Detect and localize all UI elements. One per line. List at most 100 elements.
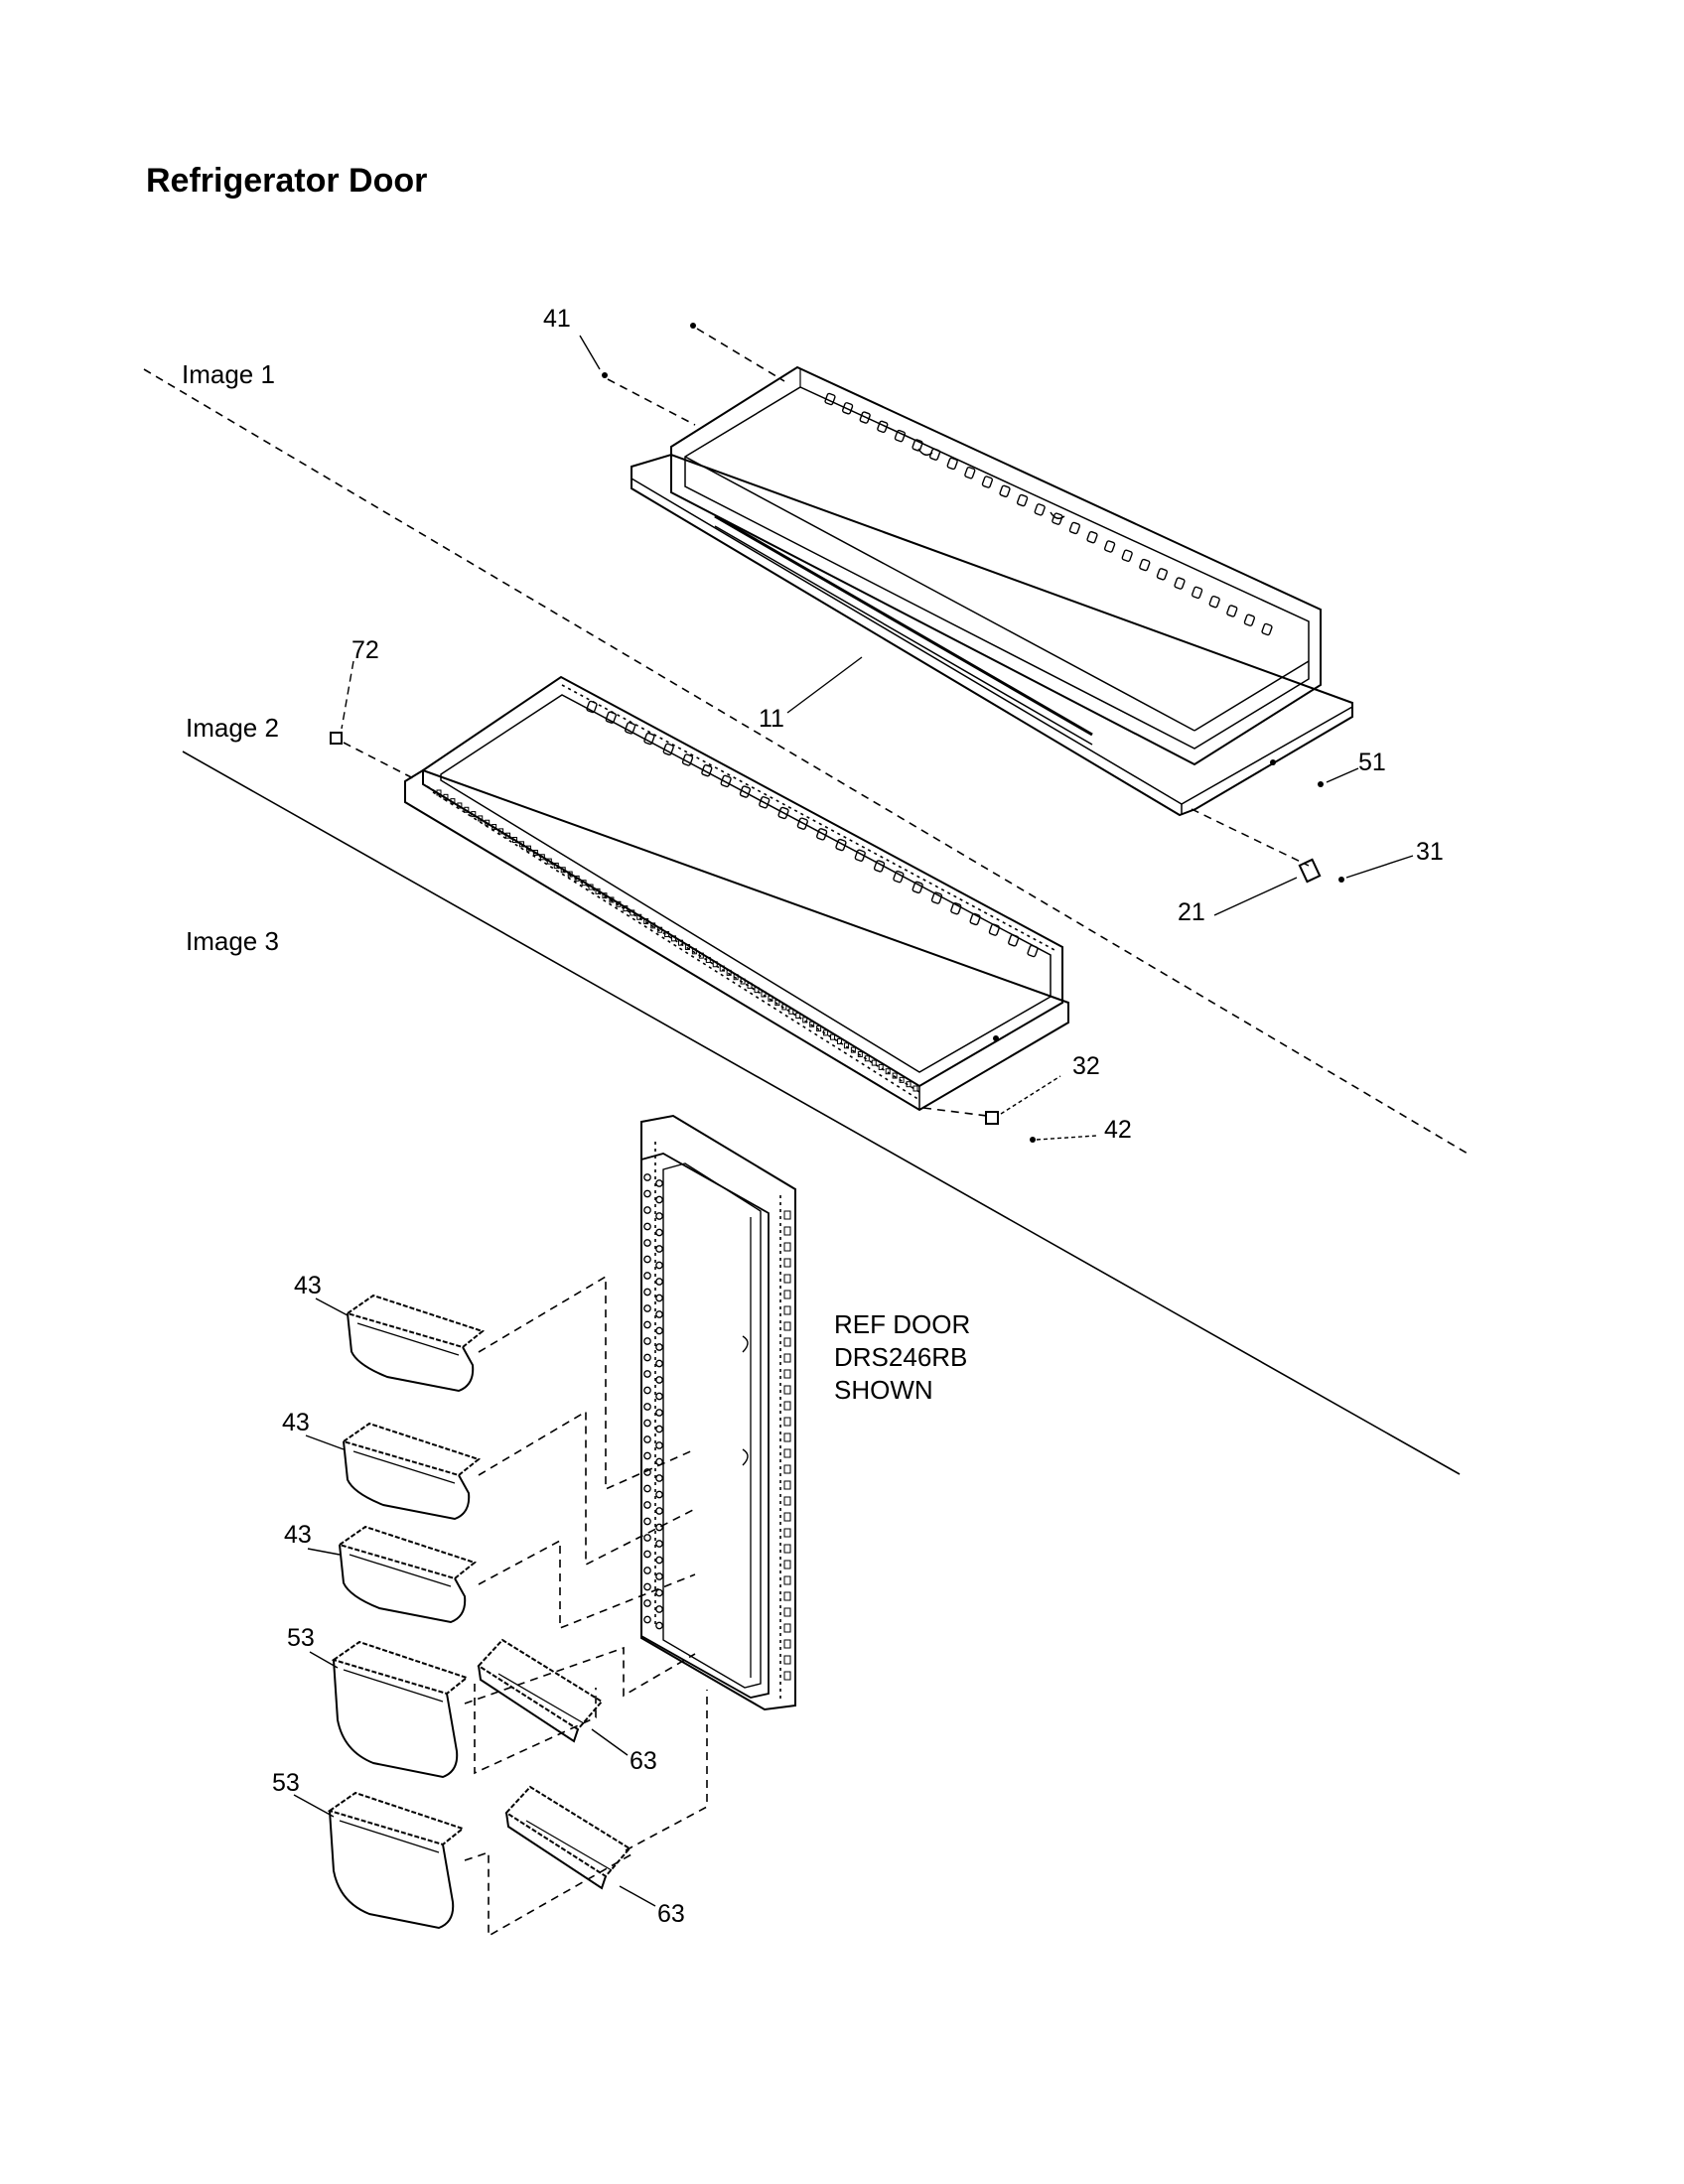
liner-slot [816, 828, 828, 841]
door-slot [655, 1376, 663, 1384]
door-slot [643, 1550, 651, 1559]
callout-53-upper: 53 [287, 1624, 315, 1652]
door-slot [655, 1212, 663, 1220]
leader-part-11 [786, 656, 863, 714]
liner-rib [795, 1013, 801, 1020]
liner-rib [623, 905, 629, 912]
door-rib [783, 1433, 791, 1442]
frame-slot [1068, 521, 1081, 535]
door-slot [643, 1501, 651, 1509]
liner-rib [892, 1072, 898, 1079]
door-bin-part-43-lower [307, 1525, 478, 1624]
liner-rib [698, 952, 704, 959]
liner-slot [701, 763, 713, 777]
door-rib [783, 1401, 791, 1411]
door-rib [783, 1385, 791, 1395]
page-title: Refrigerator Door [146, 162, 428, 200]
door-rib [783, 1623, 791, 1633]
liner-rib [450, 798, 456, 805]
frame-slot [1208, 595, 1220, 609]
liner-rib [525, 845, 531, 852]
hardware-part-41 [579, 323, 785, 426]
frame-slot [928, 448, 941, 461]
door-slot [655, 1572, 663, 1580]
frame-slot [1016, 493, 1029, 507]
liner-rib [850, 1046, 856, 1053]
screw-part-51 [1318, 767, 1359, 787]
door-slot [643, 1567, 651, 1574]
door-frame-part-11 [631, 365, 1353, 817]
door-rib [783, 1655, 791, 1665]
liner-rib [478, 815, 484, 822]
frame-slot [1103, 540, 1116, 553]
frame-slot [946, 457, 958, 471]
liner-rib [588, 884, 594, 890]
door-slot [655, 1409, 663, 1417]
liner-rib [871, 1059, 877, 1066]
liner-rib [830, 1033, 836, 1040]
liner-slot [930, 891, 943, 904]
door-rib [783, 1226, 791, 1236]
callout-51: 51 [1358, 749, 1386, 776]
liner-rib [712, 961, 718, 968]
door-liner [404, 675, 1069, 1112]
door-slot [643, 1435, 651, 1443]
door-rib [783, 1512, 791, 1522]
door-rib [783, 1337, 791, 1347]
door-slot [643, 1206, 651, 1214]
liner-rib [864, 1055, 870, 1062]
door-bin-part-63-upper [477, 1638, 629, 1756]
door-rib [783, 1353, 791, 1363]
door-slot [655, 1261, 663, 1270]
liner-rib [823, 1029, 829, 1036]
liner-slot [893, 870, 905, 884]
door-slot [643, 1419, 651, 1428]
callout-43-top: 43 [294, 1272, 322, 1299]
liner-rib [788, 1008, 794, 1015]
model-note-line-3: SHOWN [834, 1375, 933, 1405]
liner-rib [595, 887, 601, 894]
liner-slot [759, 796, 771, 809]
liner-slot [796, 817, 808, 830]
door-slot [655, 1540, 663, 1548]
door-slot [643, 1403, 651, 1411]
door-bin-part-53-lower [293, 1791, 466, 1930]
liner-rib [485, 819, 491, 826]
door-rib [783, 1639, 791, 1649]
door-slot [655, 1294, 663, 1302]
door-slot [655, 1474, 663, 1482]
frame-slot [841, 402, 854, 415]
liner-rib [768, 995, 773, 1002]
liner-rib [636, 913, 642, 920]
door-slot [643, 1222, 651, 1231]
door-slot [655, 1245, 663, 1253]
door-slot [643, 1353, 651, 1362]
liner-rib [899, 1076, 905, 1083]
liner-rib [836, 1037, 842, 1044]
door-slot [643, 1173, 651, 1181]
door-slot [643, 1582, 651, 1591]
frame-slot [1052, 512, 1063, 525]
liner-slot [1027, 944, 1039, 958]
liner-rib [719, 965, 725, 972]
section-label-image-3: Image 3 [186, 926, 279, 956]
liner-rib [436, 789, 442, 796]
liner-rib [491, 824, 497, 831]
door-slot [655, 1278, 663, 1286]
liner-slot [777, 806, 789, 820]
callout-42: 42 [1104, 1116, 1132, 1144]
door-rib [783, 1258, 791, 1268]
door-rib [783, 1210, 791, 1220]
door-rib [783, 1242, 791, 1252]
door-slot [643, 1468, 651, 1476]
model-note-line-1: REF DOOR [834, 1309, 971, 1339]
door-rib [783, 1480, 791, 1490]
liner-rib [906, 1081, 912, 1088]
door-rib [783, 1417, 791, 1427]
divider-line-image-1-2 [143, 368, 1469, 1155]
door-rib [783, 1575, 791, 1585]
liner-rib [885, 1068, 891, 1075]
door-bin-part-43-middle [305, 1422, 482, 1521]
callout-72: 72 [351, 636, 379, 664]
liner-rib [471, 811, 477, 818]
